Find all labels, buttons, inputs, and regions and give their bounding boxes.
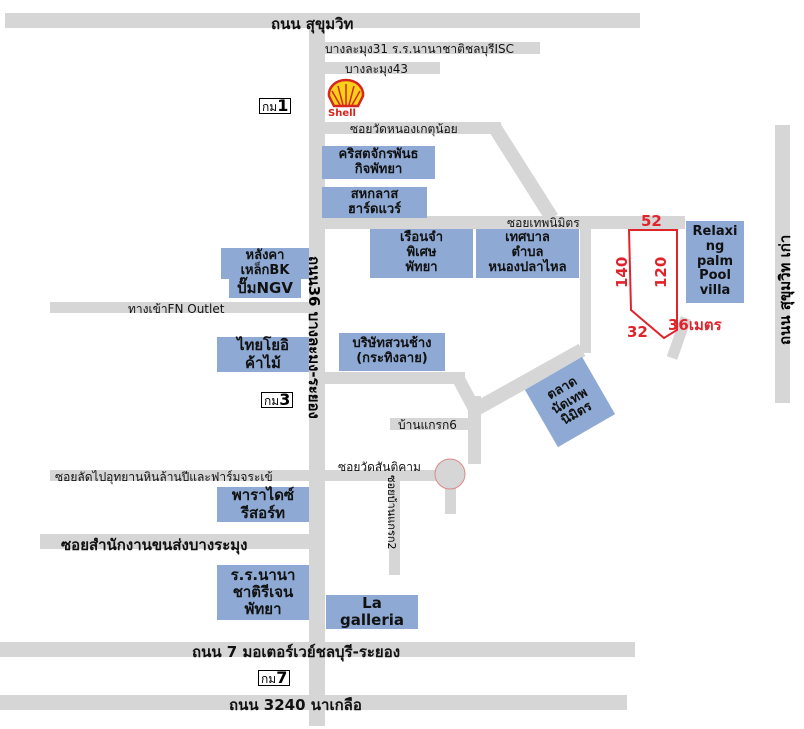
road-fn-outlet (50, 302, 310, 313)
road-right-vertical (775, 125, 790, 403)
place-municipality: เทศบาล ตำบล หนองปลาไหล (476, 229, 579, 278)
road-middle-vertical (468, 396, 481, 464)
label-ban-krok6: บ้านแกรก6 (398, 418, 457, 432)
road-nong-ket-noi (325, 122, 501, 134)
road-banglamung43 (325, 62, 440, 74)
road-thep-nimit-vertical (580, 229, 591, 353)
label-san-ti-kham: ซอยวัดสันติคาม (338, 460, 421, 474)
road-banglamung31 (325, 42, 540, 54)
road-36-vertical (309, 28, 325, 726)
label-thep-nimit: ซอยเทพนิมิตร (507, 216, 580, 230)
place-ngv: ปั๊มNGV (229, 279, 301, 298)
shell-logo-text: Shell (328, 108, 356, 119)
road-circle-down (445, 480, 456, 514)
road-transport-office (40, 534, 310, 549)
road-sukhumvit (5, 13, 640, 28)
place-ruen-cham: เรือนจำ พิเศษ พัทยา (370, 229, 473, 278)
label-banglamung43: บางละมุง43 (345, 62, 409, 76)
label-fn-outlet: ทางเข้าFN Outlet (128, 302, 225, 316)
label-3240: ถนน 3240 นาเกลือ (229, 696, 362, 714)
label-banglamung31: บางละมุง31 ร.ร.นานาชาติชลบุรีISC (325, 42, 515, 56)
place-garden-company: บริษัทสวนช้าง (กระทิงลาย) (339, 333, 445, 371)
label-sukhumvit: ถนน สุขุมวิท (271, 15, 354, 33)
plot-label-left: 140 (613, 256, 631, 288)
road-thep-nimit (325, 216, 685, 229)
label-shortcut: ซอยลัดไปอุทยานหินล้านปีและฟาร์มจระเข้ (55, 470, 273, 484)
label-motorway-7: ถนน 7 มอเตอร์เวย์ชลบุรี-ระยอง (192, 643, 401, 661)
place-school: ร.ร.นานา ชาติรีเจน พัทยา (217, 565, 309, 620)
place-church: คริสตจักรพันธ กิจพัทยา (322, 146, 435, 179)
label-nong-ket-noi: ซอยวัดหนองเกตุน้อย (350, 122, 458, 136)
place-hardware: สหกลาส ฮาร์ดแวร์ (322, 187, 427, 218)
plot-label-bottom: 32 (627, 323, 648, 341)
road-ban-krok6 (390, 418, 480, 430)
place-paradise: พาราไดซ์ รีสอร์ท (217, 487, 309, 522)
plot-label-top: 52 (641, 212, 662, 230)
km-marker-1: กม1 (259, 98, 292, 114)
road-shortcut (50, 470, 310, 481)
place-roofing: หลังคา เหล็กBK (221, 248, 309, 279)
shell-logo: Shell (326, 78, 366, 122)
road-ban-krok2 (389, 470, 400, 575)
km-marker-3: กม3 (261, 392, 294, 408)
road-horizontal-373 (325, 372, 465, 384)
place-relaxing-villa: Relaxi ng palm Pool villa (686, 221, 744, 303)
plot-label-right: 120 (652, 256, 670, 288)
km-marker-7: กม7 (258, 670, 291, 686)
shell-logo-icon (327, 78, 365, 108)
place-toyota: ไทยโยอิ ค้าไม้ (217, 337, 309, 372)
place-galleria: La galleria (326, 594, 418, 629)
plot-label-width: 36เมตร (668, 316, 722, 334)
road-san-ti-kham (325, 470, 450, 481)
road-3240 (0, 695, 627, 710)
label-transport-office: ซอยสำนักงานขนส่งบางระมุง (61, 536, 248, 554)
road-motorway-7 (0, 642, 635, 657)
